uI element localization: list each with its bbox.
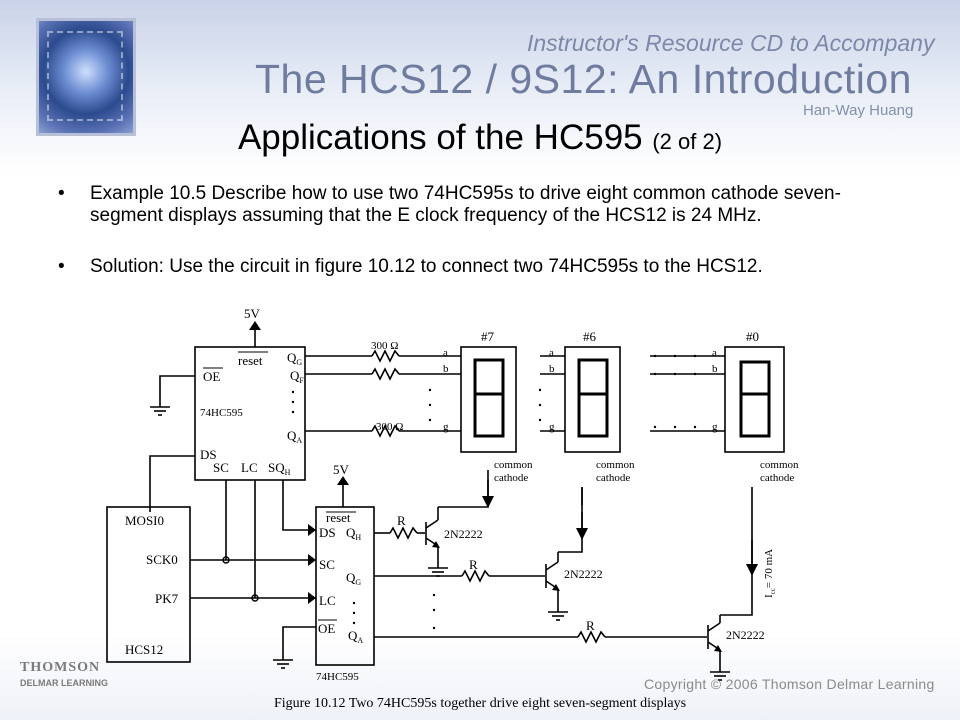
bottom-reset-label: reset (326, 510, 351, 525)
display-6-label: #6 (583, 329, 597, 344)
transistor-2-label: 2N2222 (564, 567, 603, 581)
display-box-0 (724, 346, 785, 453)
current-label: Icc= 70 mA (763, 549, 777, 598)
bottom-sc-label: SC (319, 557, 335, 572)
bullet-text: Solution: Use the circuit in figure 10.1… (90, 256, 763, 277)
supply-5v-mid-label: 5V (333, 462, 350, 477)
display-box-7 (460, 346, 517, 453)
display-7-label: #7 (481, 329, 495, 344)
hcs12-pk7-label: PK7 (155, 591, 179, 606)
hcs12-box (106, 506, 191, 663)
bullet-marker: • (58, 183, 65, 204)
display-6-seg-g: g (549, 421, 555, 433)
hcs12-name-label: HCS12 (125, 642, 163, 657)
resistor-r3-label: R (586, 618, 595, 633)
bottom-ds-label: DS (319, 525, 336, 540)
publisher-name: THOMSON (20, 660, 101, 675)
bottom-qa-label: QA (348, 628, 363, 645)
top-ds-label: DS (200, 447, 217, 462)
top-sqh-label: SQH (268, 460, 291, 477)
bullet-marker: • (58, 256, 65, 277)
copyright-notice: Copyright © 2006 Thomson Delmar Learning (644, 676, 935, 692)
publisher-imprint: DELMAR LEARNING (20, 678, 108, 688)
display-6-cathode: cathode (596, 472, 630, 484)
display-0-seg-a: a (712, 347, 717, 359)
display-7-seg-b: b (443, 363, 449, 375)
top-qg-label: QG (287, 350, 302, 367)
supply-5v-top-label: 5V (244, 306, 261, 321)
display-0-seg-g: g (712, 421, 718, 433)
display-6-seg-a: a (549, 347, 554, 359)
circuit-board-pattern (47, 31, 123, 121)
top-qa-label: QA (287, 428, 302, 445)
bottom-lc-label: LC (319, 593, 336, 608)
resistor-300-top-label: 300 Ω (371, 340, 398, 352)
banner-title: The HCS12 / 9S12: An Introduction (255, 56, 912, 102)
bullet-item-solution: • Solution: Use the circuit in figure 10… (58, 256, 908, 302)
top-part-label: 74HC595 (200, 407, 243, 419)
top-oe-label: OE (203, 369, 220, 384)
display-7-common: common (494, 459, 533, 471)
display-0-label: #0 (746, 329, 759, 344)
resistor-300-bottom-label: 300 Ω (376, 421, 403, 433)
bullet-text: Example 10.5 Describe how to use two 74H… (90, 183, 841, 226)
circuit-diagram: 5V reset OE 74HC595 DS SC LC SQH QG QF Q… (106, 306, 799, 683)
banner-author: Han-Way Huang (803, 102, 914, 119)
top-sc-label: SC (213, 460, 229, 475)
display-0-common: common (760, 459, 799, 471)
display-7-seg-g: g (443, 421, 449, 433)
figure-caption: Figure 10.12 Two 74HC595s together drive… (273, 696, 687, 711)
display-7-cathode: cathode (494, 472, 528, 484)
transistor-1-label: 2N2222 (444, 527, 483, 541)
hcs12-sck-label: SCK0 (146, 552, 178, 567)
bottom-oe-label: OE (318, 621, 335, 636)
display-6-common: common (596, 459, 635, 471)
slide-title-suffix: (2 of 2) (652, 129, 723, 154)
bottom-qg-label: QG (346, 570, 361, 587)
banner-subtitle: Instructor's Resource CD to Accompany (527, 30, 935, 56)
slide-title: Applications of the HC595 (2 of 2) (0, 118, 960, 158)
resistor-r1-label: R (397, 513, 406, 528)
bottom-part-label: 74HC595 (316, 671, 359, 683)
display-0-cathode: cathode (760, 472, 794, 484)
display-7-seg-a: a (443, 347, 448, 359)
globe-logo-image (36, 18, 136, 136)
display-6-seg-b: b (549, 363, 555, 375)
hc595-bottom-box (315, 506, 375, 666)
bottom-qh-label: QH (346, 525, 361, 542)
resistor-r2-label: R (469, 557, 478, 572)
hc595-top-box (194, 346, 306, 481)
display-box-6 (564, 346, 621, 453)
top-qf-label: QF (290, 368, 304, 385)
slide-title-main: Applications of the HC595 (237, 118, 643, 157)
bullet-item-example: • Example 10.5 Describe how to use two 7… (58, 183, 908, 253)
hcs12-mosi-label: MOSI0 (125, 513, 164, 528)
publisher-logo: THOMSON DELMAR LEARNING (20, 660, 125, 698)
top-reset-label: reset (238, 353, 263, 368)
transistor-3-label: 2N2222 (726, 628, 765, 642)
display-0-seg-b: b (712, 363, 718, 375)
top-lc-label: LC (241, 460, 258, 475)
